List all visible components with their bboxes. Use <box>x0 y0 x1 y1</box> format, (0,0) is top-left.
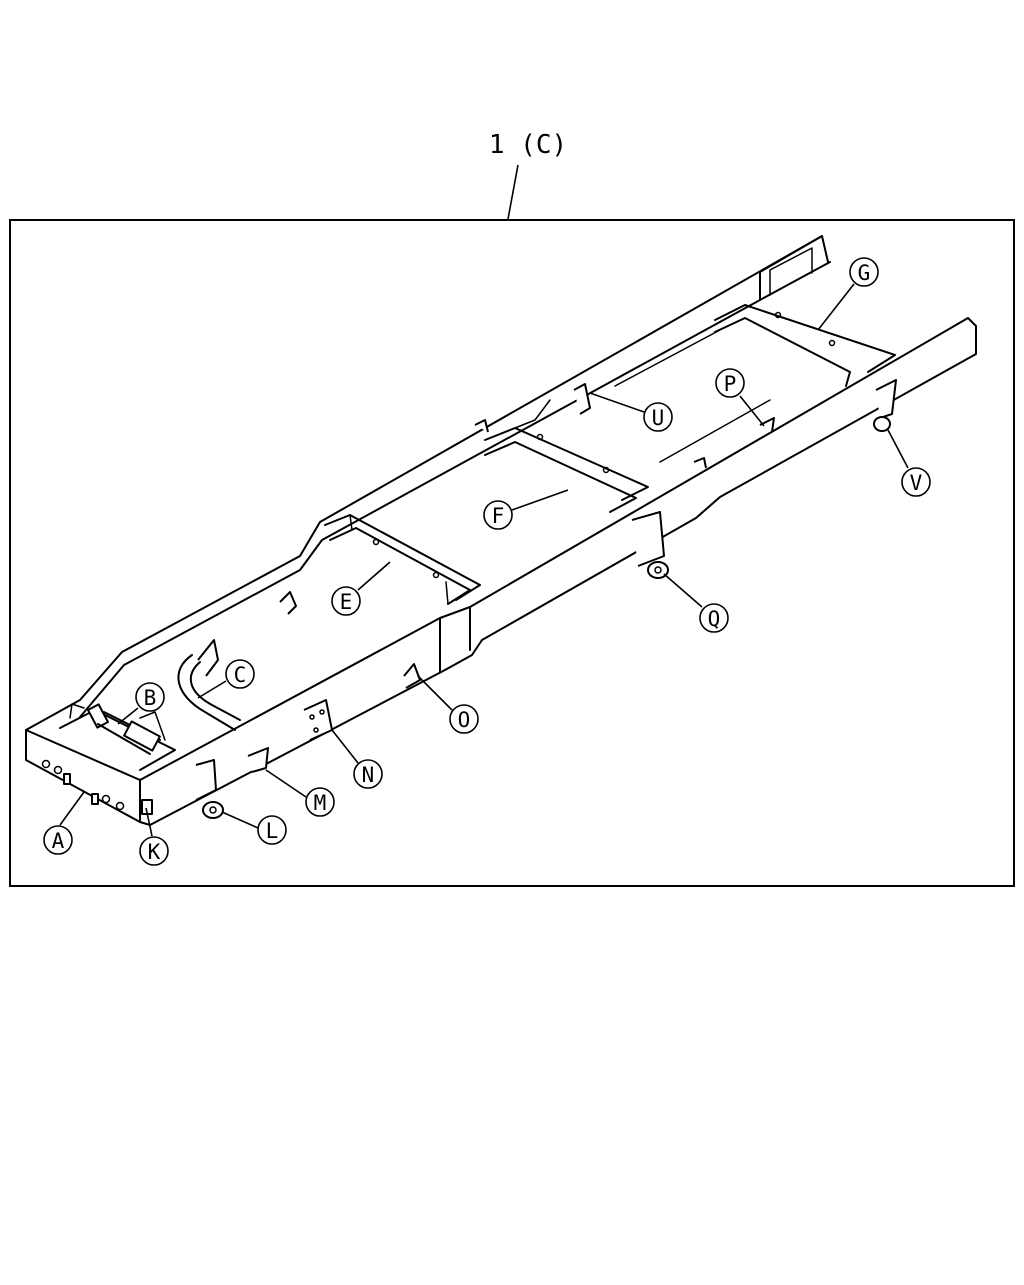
svg-text:U: U <box>652 406 665 430</box>
chassis-frame <box>25 235 977 826</box>
svg-text:A: A <box>52 829 65 853</box>
callout-B: B <box>117 682 165 725</box>
callout-O: O <box>417 675 479 734</box>
svg-text:V: V <box>910 471 923 495</box>
callout-G: G <box>817 257 879 331</box>
diagram-frame-border <box>9 219 1015 887</box>
callout-V: V <box>887 429 931 497</box>
svg-text:M: M <box>314 791 327 815</box>
svg-text:K: K <box>148 840 161 864</box>
callout-Q: Q <box>663 573 729 633</box>
assembly-label: 1 (C) <box>489 130 567 160</box>
assembly-leader-line <box>507 164 519 220</box>
svg-text:L: L <box>266 819 279 843</box>
callout-L: L <box>221 811 287 845</box>
callout-M: M <box>265 769 335 817</box>
svg-text:F: F <box>492 504 505 528</box>
svg-text:C: C <box>234 663 247 687</box>
callout-A: A <box>43 791 85 855</box>
svg-text:N: N <box>362 763 375 787</box>
callout-U: U <box>589 392 673 432</box>
svg-text:P: P <box>724 372 737 396</box>
svg-text:G: G <box>858 261 871 285</box>
svg-text:O: O <box>458 708 471 732</box>
callout-E: E <box>331 561 391 616</box>
svg-text:E: E <box>340 590 353 614</box>
callout-N: N <box>331 729 383 789</box>
svg-text:Q: Q <box>708 607 721 631</box>
svg-text:B: B <box>144 686 157 710</box>
callout-F: F <box>483 489 569 530</box>
callout-C: C <box>197 659 255 699</box>
callout-P: P <box>715 368 765 427</box>
callout-K: K <box>139 807 169 866</box>
